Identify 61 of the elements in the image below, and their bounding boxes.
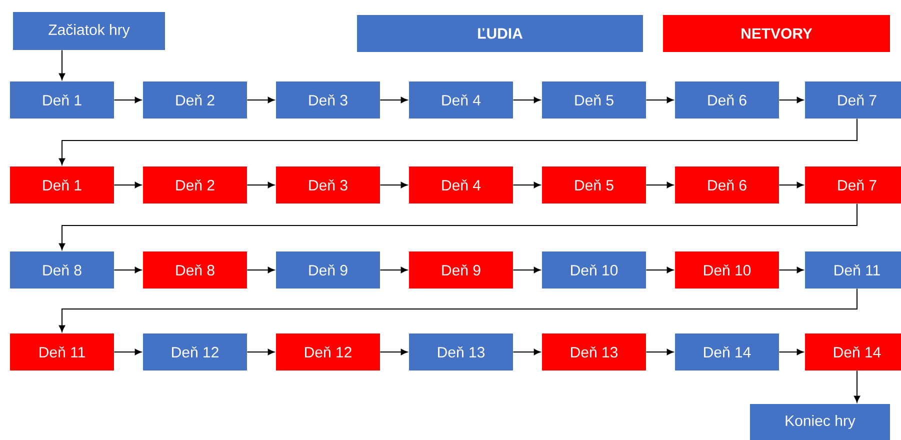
arrow [246,96,275,104]
day-box: Deň 13 [409,334,513,370]
arrow [646,96,674,104]
day-box: Deň 8 [10,252,114,288]
legend-label: ĽUDIA [478,28,523,39]
day-box: Deň 5 [542,82,646,118]
day-box: Deň 6 [675,166,779,204]
arrow [778,96,804,104]
legend-label: NETVORY [742,28,812,39]
arrow [246,348,275,356]
arrow [380,182,408,188]
day-box: Deň 1 [10,82,114,118]
day-box: Deň 2 [143,166,247,204]
day-box: Začiatok hry [13,12,165,50]
day-box: Deň 11 [10,334,114,370]
arrow [114,182,142,188]
arrow [114,96,142,104]
arrow [778,182,804,188]
day-box: Deň 7 [805,82,901,118]
day-box: Deň 10 [675,252,779,288]
arrow [778,348,804,356]
arrow [58,118,858,165]
day-box: Deň 4 [409,166,513,204]
arrow [512,182,541,188]
day-box: Deň 1 [10,166,114,204]
day-box: Deň 13 [542,334,646,370]
arrow [646,182,674,188]
day-box: Deň 3 [276,166,380,204]
arrow [646,266,674,274]
day-box: Deň 12 [143,334,247,370]
arrow [512,96,541,104]
arrow [246,182,275,188]
arrow [58,288,858,332]
day-box: Deň 6 [675,82,779,118]
arrow [778,266,804,274]
arrow [246,266,275,274]
arrow [512,266,541,274]
arrow [58,203,858,250]
arrow [646,348,674,356]
arrow [58,50,66,80]
day-box: Deň 14 [805,334,901,370]
arrow [512,348,541,356]
day-box: Deň 10 [542,252,646,288]
arrow [380,348,408,356]
day-box: Deň 11 [805,252,901,288]
day-box: Deň 9 [276,252,380,288]
arrow [854,370,860,403]
arrow [114,348,142,356]
day-box: Deň 7 [805,166,901,204]
day-box: Deň 12 [276,334,380,370]
day-box: Deň 9 [409,252,513,288]
day-box: Deň 2 [143,82,247,118]
day-box: Deň 8 [143,252,247,288]
arrow [380,96,408,104]
day-box: Deň 3 [276,82,380,118]
arrow [114,266,142,274]
day-box: Deň 14 [675,334,779,370]
arrow [380,266,408,274]
day-box: Deň 4 [409,82,513,118]
day-box: Koniec hry [750,404,890,440]
day-box: Deň 5 [542,166,646,204]
